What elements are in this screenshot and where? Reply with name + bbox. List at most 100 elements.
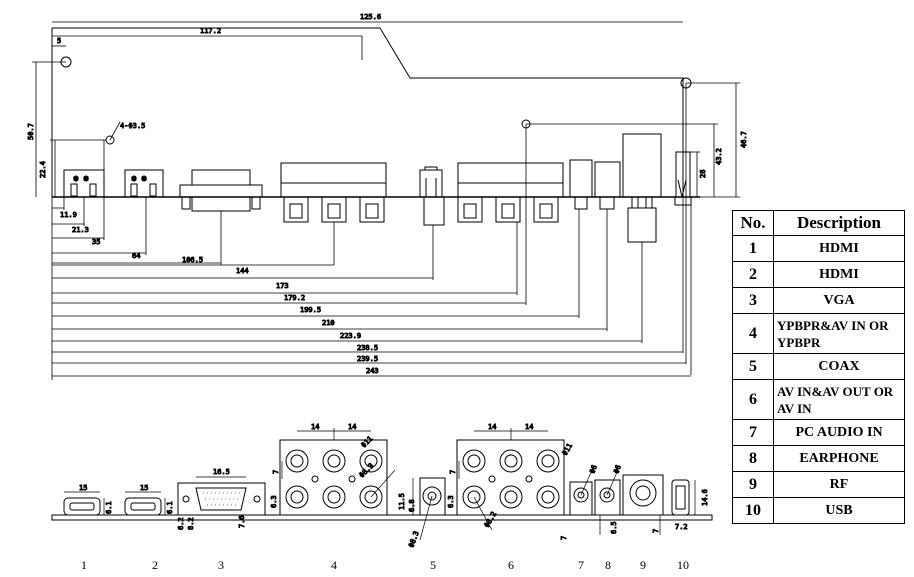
dim-hdmi1-height: 6.1: [105, 501, 113, 514]
top-rca-block-2: [457, 162, 564, 223]
top-vga: [179, 169, 263, 212]
legend-desc: HDMI: [773, 235, 905, 262]
front-pc-audio: [569, 469, 593, 516]
port-number-4: 4: [331, 558, 337, 572]
dim-238-5: 238.5: [357, 344, 378, 352]
legend-no: 5: [732, 353, 774, 380]
front-rf: [622, 474, 664, 535]
dim-vga-left-b: 8.2: [187, 517, 195, 530]
dim-pc-audio-d: Φ6: [588, 464, 598, 475]
legend-no: 8: [732, 445, 774, 472]
legend-row: 10 USB: [732, 497, 905, 524]
dim-hdmi2-height: 6.1: [166, 501, 174, 514]
legend-row: 2 HDMI: [732, 261, 905, 288]
legend-no: 2: [732, 261, 774, 288]
dim-rca6-side: 6.3: [447, 495, 455, 508]
port-number-7: 7: [578, 558, 584, 572]
legend-desc: EARPHONE: [773, 445, 905, 472]
dim-rca6-pitch-b: 14: [525, 423, 533, 431]
dim-coax-h2: 6.8: [408, 499, 416, 512]
dim-223-9: 223.9: [340, 332, 361, 340]
dim-hole-size: 4-Φ3.5: [120, 122, 145, 130]
front-rca-block-2: [456, 428, 565, 531]
dim-179-2: 179.2: [284, 294, 305, 302]
port-number-1: 1: [81, 558, 87, 572]
legend-row: 4 YPBPR&AV IN OR YPBPR: [732, 313, 905, 354]
legend-header-description: Description: [773, 210, 905, 236]
dim-144: 144: [236, 267, 249, 275]
port-legend-table: No. Description 1 HDMI 2 HDMI 3 VGA 4 YP…: [732, 210, 905, 524]
dim-hole-height: 22.4: [39, 161, 47, 178]
dim-vga-width: 16.5: [213, 468, 230, 476]
dim-11-9: 11.9: [60, 211, 77, 219]
top-earphone: [594, 161, 621, 210]
top-rca-block-1: [280, 162, 387, 223]
port-number-2: 2: [152, 558, 158, 572]
dim-left-hole-offset: 5: [57, 37, 61, 45]
top-dimensions: [32, 21, 740, 198]
dim-usb-h: 14.6: [701, 489, 709, 506]
legend-no: 6: [732, 379, 774, 420]
legend-row: 9 RF: [732, 471, 905, 498]
legend-row: 8 EARPHONE: [732, 445, 905, 472]
top-rf: [622, 133, 662, 243]
board-outline: [51, 27, 700, 198]
legend-row: 7 PC AUDIO IN: [732, 419, 905, 446]
dim-rca4-d1: Φ11: [360, 435, 375, 450]
dim-rca4-side: 6.3: [270, 495, 278, 508]
port-number-3: 3: [218, 558, 224, 572]
legend-row: 3 VGA: [732, 287, 905, 314]
port-number-8: 8: [605, 558, 611, 572]
dim-rca6-d1: Φ11: [561, 442, 574, 457]
dim-rca6-vert: 7: [449, 470, 457, 474]
top-hdmi-2: ※ ※: [124, 169, 164, 198]
dim-hdmi2-width: 15: [140, 484, 148, 492]
legend-desc: COAX: [773, 353, 905, 380]
dim-106-5: 106.5: [182, 256, 203, 264]
dim-243: 243: [366, 367, 379, 375]
dim-64: 64: [132, 252, 140, 260]
legend-row: 5 COAX: [732, 353, 905, 380]
dim-earphone-d: Φ6: [612, 464, 622, 475]
legend-desc: USB: [773, 497, 905, 524]
dim-rca4-pitch-a: 14: [311, 423, 319, 431]
legend-no: 7: [732, 419, 774, 446]
dim-right-height-c: 28: [699, 170, 707, 178]
dim-vga-left-a: 6.2: [177, 517, 185, 530]
port-number-6: 6: [508, 558, 514, 572]
legend-header-row: No. Description: [732, 210, 905, 236]
dim-199-5: 199.5: [300, 306, 321, 314]
legend-desc: YPBPR&AV IN OR YPBPR: [773, 313, 905, 354]
dim-upper-width: 117.2: [200, 27, 221, 35]
dim-35: 35: [92, 238, 100, 246]
dim-overall-width: 125.6: [360, 13, 381, 21]
dim-left-height: 50.7: [27, 123, 35, 140]
dim-210: 210: [322, 319, 335, 327]
legend-no: 4: [732, 313, 774, 354]
svg-text:※ ※: ※ ※: [73, 175, 89, 183]
dim-239-5: 239.5: [357, 355, 378, 363]
svg-text:※ ※: ※ ※: [131, 175, 147, 183]
top-pc-audio: [569, 159, 593, 210]
top-coax: [419, 166, 445, 226]
legend-header-no: No.: [732, 210, 774, 236]
legend-no: 1: [732, 235, 774, 262]
legend-no: 3: [732, 287, 774, 314]
front-vga: [177, 476, 266, 516]
dim-hdmi1-width: 15: [79, 484, 87, 492]
dim-rf-h: 7: [652, 529, 660, 533]
dim-vga-right: 7.6: [238, 515, 246, 528]
legend-desc: HDMI: [773, 261, 905, 288]
port-number-5: 5: [430, 558, 436, 572]
dim-right-height-a: 46.7: [740, 131, 748, 148]
leader-lines: [63, 83, 692, 375]
top-hdmi-1: ※ ※: [63, 169, 105, 198]
front-hdmi-1: [63, 491, 105, 516]
legend-desc: RF: [773, 471, 905, 498]
dim-usb-w: 7.2: [675, 523, 688, 531]
legend-desc: AV IN&AV OUT OR AV IN: [773, 379, 905, 420]
front-hdmi-2: [124, 491, 166, 516]
dim-rca4-pitch-b: 14: [348, 423, 356, 431]
dim-pc-audio-h: 7: [560, 536, 568, 540]
